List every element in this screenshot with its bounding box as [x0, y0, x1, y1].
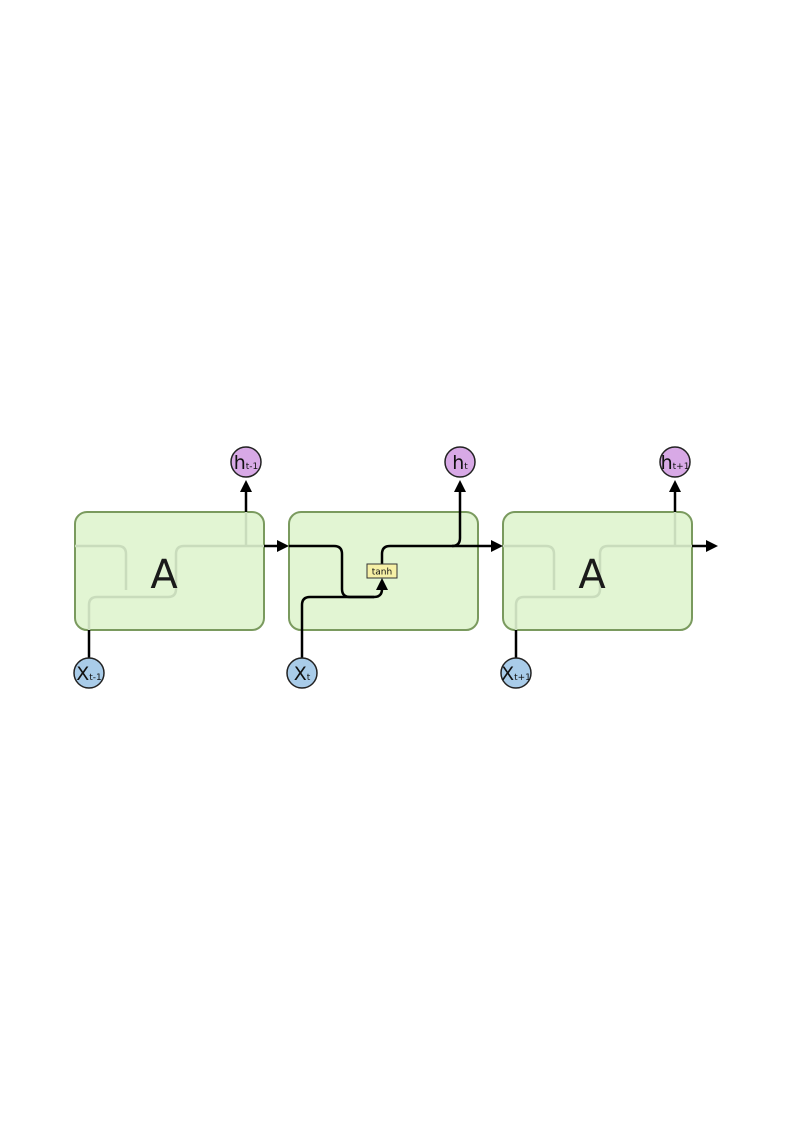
output-main-current: h: [452, 452, 464, 474]
input-main-current: X: [294, 663, 307, 685]
tanh-layer: tanh: [366, 563, 398, 579]
output-arrow-current: [454, 480, 466, 492]
input-circle-current: [286, 657, 318, 689]
input-node-current: Xt: [286, 657, 318, 689]
input-circle-prev: [73, 657, 105, 689]
rnn-cell-prev: A: [74, 511, 265, 631]
input-circle-next: [500, 657, 532, 689]
tanh-in-arrow: [376, 578, 388, 590]
input-sub-next: t+1: [514, 673, 531, 683]
input-main-prev: X: [76, 663, 89, 685]
output-node-current: ht: [444, 446, 476, 478]
input-sub-prev: t-1: [89, 673, 102, 683]
input-label-next: Xt+1: [501, 663, 531, 685]
ghost-path-state-in-next: [503, 544, 556, 590]
output-sub-current: t: [464, 462, 468, 472]
cell-box-next: [502, 511, 693, 631]
wires: [87, 480, 718, 658]
input-node-prev: Xt-1: [73, 657, 105, 689]
tanh-box: [366, 563, 398, 579]
output-sub-prev: t-1: [246, 462, 259, 472]
state-arrow-current-to-next: [491, 540, 503, 552]
ghost-path-input-prev: [87, 544, 264, 630]
ghost-path-input-next: [514, 544, 692, 630]
output-circle-current: [444, 446, 476, 478]
state-path-current: [289, 544, 384, 599]
input-sub-current: t: [307, 673, 311, 683]
output-label-current: ht: [452, 452, 468, 474]
input-label-prev: Xt-1: [76, 663, 102, 685]
output-arrow-prev: [240, 480, 252, 492]
tanh-out-path: [380, 544, 492, 564]
output-arrow-next: [669, 480, 681, 492]
cell-box-prev: [74, 511, 265, 631]
input-node-next: Xt+1: [500, 657, 532, 689]
tanh-label: tanh: [372, 568, 392, 578]
cell-label-prev: A: [150, 552, 178, 598]
output-node-prev: ht-1: [230, 446, 262, 478]
state-arrow-prev-to-current: [277, 540, 289, 552]
output-main-prev: h: [234, 452, 246, 474]
input-main-next: X: [501, 663, 514, 685]
output-node-next: ht+1: [659, 446, 691, 478]
ghost-path-state-in-prev: [75, 544, 128, 590]
cell-label-next: A: [578, 552, 606, 598]
output-path-current: [451, 491, 462, 548]
rnn-cell-next: A: [502, 511, 693, 631]
output-label-next: ht+1: [661, 452, 690, 474]
output-circle-next: [659, 446, 691, 478]
state-arrow-next-out: [706, 540, 718, 552]
output-sub-next: t+1: [673, 462, 690, 472]
input-label-current: Xt: [294, 663, 311, 685]
input-path-current: [300, 595, 374, 658]
output-circle-prev: [230, 446, 262, 478]
output-main-next: h: [661, 452, 673, 474]
output-label-prev: ht-1: [234, 452, 259, 474]
